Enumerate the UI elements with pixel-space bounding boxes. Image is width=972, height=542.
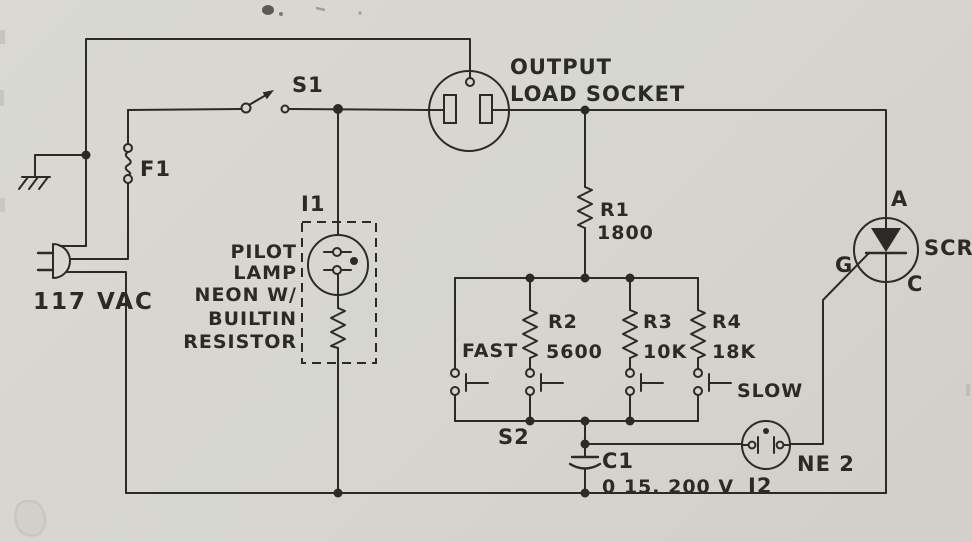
r2-zigzag	[522, 309, 538, 359]
wires	[59, 38, 887, 494]
i1-builtin-resistor	[330, 307, 346, 349]
label-s2: S2	[498, 425, 530, 449]
rail-socket-to-scr-wire	[508, 109, 887, 231]
label-r3-value: 10K	[643, 341, 687, 363]
label-r2: R2	[548, 311, 578, 333]
label-r4-value: 18K	[712, 341, 756, 363]
r4-zigzag	[690, 309, 706, 359]
r1-zigzag	[577, 186, 593, 229]
label-scr-cathode: C	[907, 272, 923, 296]
ne2-to-gate-wire	[789, 252, 870, 445]
ac-plug	[36, 243, 71, 279]
pilot-lamp-i1	[301, 221, 377, 364]
label-r3: R3	[643, 311, 673, 333]
neon-lamp-ne2	[741, 420, 791, 470]
paper-artifacts	[0, 5, 970, 537]
label-slow: SLOW	[737, 380, 803, 402]
label-pilot-4: BUILTIN	[208, 308, 297, 330]
label-pilot-3: NEON W/	[195, 284, 297, 306]
output-load-socket	[428, 70, 510, 152]
socket-top-pin	[465, 77, 475, 87]
fuse-element	[124, 151, 132, 176]
label-fast: FAST	[462, 340, 518, 362]
label-pilot-5: RESISTOR	[183, 331, 297, 353]
label-c1: C1	[602, 449, 634, 473]
label-output: OUTPUT	[510, 55, 612, 79]
label-r4: R4	[712, 311, 742, 333]
scr-outline	[853, 217, 919, 283]
rail-left-wire	[127, 108, 242, 111]
label-scr: SCR	[924, 236, 972, 260]
scr-triangle	[871, 228, 901, 252]
label-scr-anode: A	[891, 187, 908, 211]
labels: S1 F1 117 VAC OUTPUT LOAD SOCKET I1 PILO…	[33, 55, 972, 498]
socket-slot-left	[443, 94, 457, 124]
capacitor-c1	[568, 455, 602, 470]
plug-body	[52, 243, 71, 279]
label-f1: F1	[140, 157, 171, 181]
label-load-socket: LOAD SOCKET	[510, 82, 685, 106]
r3-zigzag	[622, 309, 638, 359]
junction-dots	[81, 104, 635, 498]
s1-arrowhead	[262, 90, 274, 100]
switch-s1	[240, 90, 290, 114]
c1-plate-bottom	[568, 462, 602, 470]
ground-symbol	[18, 154, 87, 190]
label-scr-gate: G	[835, 253, 853, 277]
s2-network	[450, 309, 732, 396]
plug-fuse-lead	[69, 182, 129, 260]
i1-dashed-box	[301, 221, 377, 364]
label-pilot-1: PILOT	[230, 241, 297, 263]
label-r1-value: 1800	[597, 222, 654, 244]
resistor-r1	[577, 186, 593, 229]
label-117vac: 117 VAC	[33, 289, 154, 315]
socket-slot-right	[479, 94, 493, 124]
top-bus-wire	[85, 38, 471, 247]
fuse-f1	[123, 143, 133, 184]
label-s1: S1	[292, 73, 324, 97]
label-ne2: NE 2	[797, 452, 855, 476]
label-i1: I1	[301, 192, 325, 216]
s1-blade	[248, 94, 267, 106]
label-r1: R1	[600, 199, 630, 221]
label-i2: I2	[748, 474, 772, 498]
plug-neutral-lead	[66, 271, 127, 494]
label-pilot-2: LAMP	[233, 262, 297, 284]
label-c1-value: 0 15. 200 V	[602, 476, 734, 498]
scr-symbol	[853, 217, 919, 283]
label-r2-value: 5600	[546, 341, 603, 363]
rail-s1-to-socket-wire	[288, 108, 430, 111]
s2-contacts	[450, 368, 732, 396]
